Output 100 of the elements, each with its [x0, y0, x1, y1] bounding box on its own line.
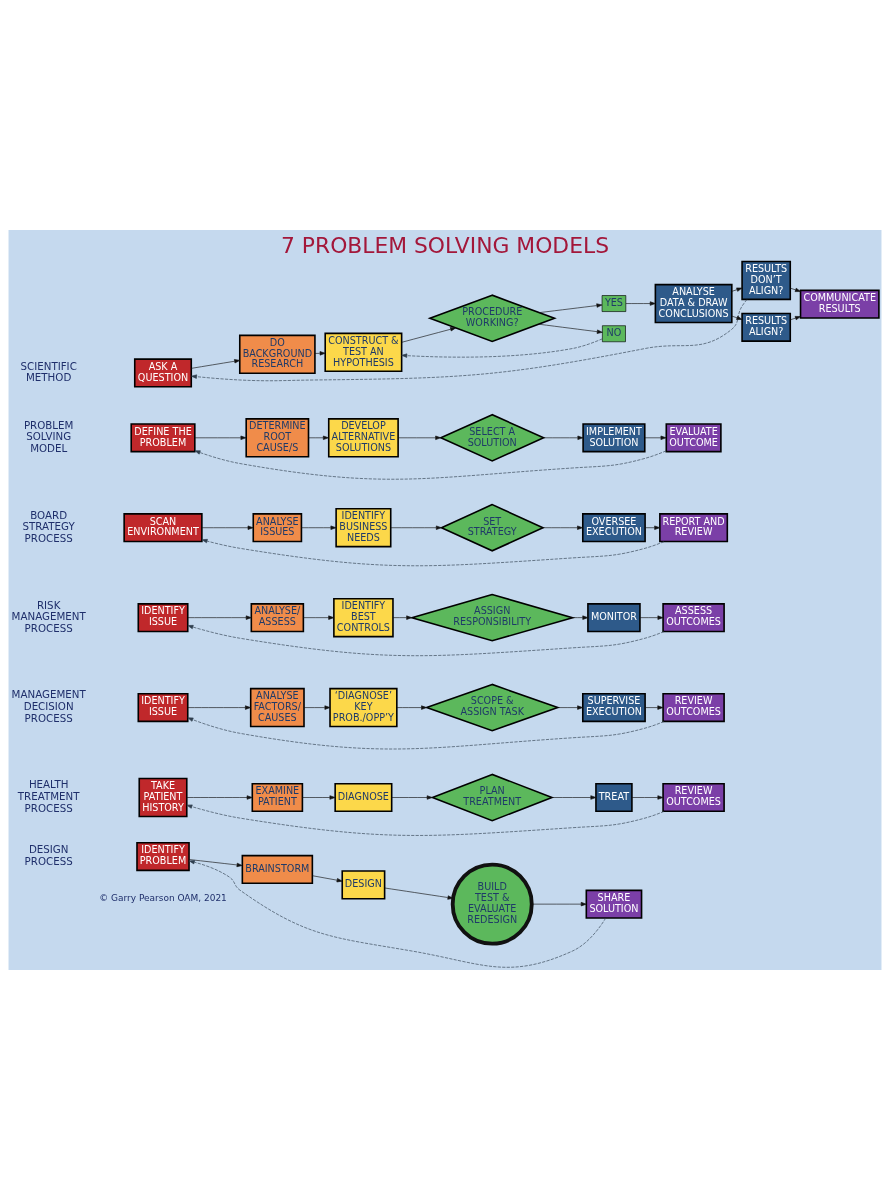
node-box: OVERSEE EXECUTION: [581, 513, 646, 543]
arrow: [303, 615, 335, 620]
arrow: [731, 287, 743, 292]
node-box: COMMUNICATE RESULTS: [799, 289, 880, 319]
node-box: SUPERVISE EXECUTION: [581, 692, 646, 723]
node-box: DEFINE THE PROBLEM: [130, 423, 196, 453]
arrow: [401, 338, 603, 358]
diagram-title: 7 PROBLEM SOLVING MODELS: [280, 232, 610, 258]
node-box: ANALYSE DATA & DRAW CONCLUSIONS: [654, 283, 733, 324]
arrow: [631, 795, 664, 800]
arrow: [557, 705, 584, 710]
label: PROBLEM SOLVING MODEL: [23, 418, 74, 454]
arrow: [314, 351, 326, 356]
node-box: RESULTS DON’T ALIGN?: [741, 260, 792, 301]
node-box: DETERMINE ROOT CAUSE/S: [245, 418, 310, 458]
node-box: NO: [602, 325, 626, 343]
label: BOARD STRATEGY PROCESS: [22, 508, 75, 544]
label: MANAGEMENT DECISION PROCESS: [11, 688, 86, 724]
arrow: [301, 525, 337, 530]
arrow: [789, 316, 801, 321]
arrow: [531, 902, 587, 907]
arrow: [302, 795, 336, 800]
node-box: REVIEW OUTCOMES: [662, 692, 725, 723]
node-box: EVALUATE OUTCOME: [665, 423, 722, 453]
arrow: [789, 287, 801, 292]
arrow: [186, 795, 253, 800]
node-diamond: SET STRATEGY: [439, 503, 545, 552]
arrow: [392, 615, 413, 620]
arrow: [187, 705, 251, 710]
node-box: REPORT AND REVIEW: [659, 513, 729, 543]
label: SCIENTIFIC METHOD: [20, 359, 77, 384]
node-box: BRAINSTORM: [241, 854, 314, 885]
arrow: [401, 327, 456, 343]
node-box: MONITOR: [587, 603, 641, 633]
arrow: [312, 875, 343, 883]
arrow: [625, 301, 656, 306]
node-diamond: SCOPE & ASSIGN TASK: [424, 683, 561, 732]
node-box: REVIEW OUTCOMES: [662, 782, 725, 813]
arrow: [303, 705, 331, 710]
node-box: IDENTIFY ISSUE: [137, 603, 189, 633]
arrow: [187, 717, 665, 750]
node-box: IDENTIFY BEST CONTROLS: [333, 597, 394, 638]
node-box: EXAMINE PATIENT: [251, 782, 304, 813]
label: © Garry Pearson OAM, 2021: [99, 892, 227, 903]
arrow: [396, 705, 427, 710]
node-box: SHARE SOLUTION: [585, 889, 643, 919]
node-box: IDENTIFY BUSINESS NEEDS: [335, 507, 392, 548]
node-box: DIAGNOSE: [334, 782, 393, 813]
arrow: [644, 705, 664, 710]
label: HEALTH TREATMENT PROCESS: [17, 778, 80, 814]
arrow: [390, 525, 442, 530]
node-diamond: ASSIGN RESPONSIBILITY: [409, 593, 576, 642]
node-box: TAKE PATIENT HISTORY: [138, 777, 188, 818]
node-box: TREAT: [595, 782, 633, 813]
node-circle: BUILD TEST & EVALUATE REDESIGN: [450, 862, 534, 946]
node-box: SCAN ENVIRONMENT: [123, 513, 203, 543]
node-box: IDENTIFY PROBLEM: [136, 842, 190, 872]
arrow: [189, 859, 243, 868]
arrow: [572, 615, 589, 620]
arrow: [551, 795, 597, 800]
node-box: ASSESS OUTCOMES: [662, 603, 725, 633]
arrow: [384, 887, 454, 900]
node-diamond: SELECT A SOLUTION: [438, 413, 546, 462]
node-box: CONSTRUCT & TEST AN HYPOTHESIS: [324, 332, 403, 373]
node-box: IDENTIFY ISSUE: [137, 692, 189, 723]
node-box: RESULTS ALIGN?: [741, 312, 792, 342]
node-diamond: PROCEDURE WORKING?: [427, 294, 557, 343]
arrow: [191, 359, 241, 369]
arrow: [201, 525, 254, 530]
node-box: DESIGN: [341, 870, 386, 900]
node-box: DEVELOP ALTERNATIVE SOLUTIONS: [327, 418, 399, 458]
node-box: ‘DIAGNOSE’ KEY PROB./OPP’Y: [329, 687, 398, 728]
arrow: [639, 615, 664, 620]
arrow: [191, 299, 748, 382]
node-diamond: PLAN TREATMENT: [430, 773, 555, 822]
node-box: ANALYSE FACTORS/ CAUSES: [249, 687, 305, 728]
arrow: [538, 303, 603, 313]
node-box: YES: [601, 295, 627, 312]
arrow: [391, 795, 433, 800]
node-box: ANALYSE/ ASSESS: [250, 603, 305, 633]
arrow: [644, 435, 667, 440]
node-box: DO BACKGROUND RESEARCH: [238, 334, 316, 375]
arrow: [194, 435, 247, 440]
node-box: ASK A QUESTION: [133, 358, 193, 388]
arrow: [308, 435, 329, 440]
label: DESIGN PROCESS: [24, 843, 73, 867]
arrow: [194, 450, 667, 480]
node-box: IMPLEMENT SOLUTION: [582, 423, 646, 453]
arrow: [731, 315, 743, 320]
arrow: [543, 435, 584, 440]
arrow: [397, 435, 442, 440]
arrow: [187, 624, 665, 656]
arrow: [644, 525, 661, 530]
arrow: [538, 323, 603, 334]
arrow: [201, 539, 665, 567]
node-box: ANALYSE ISSUES: [252, 513, 303, 543]
label: RISK MANAGEMENT PROCESS: [11, 598, 86, 634]
arrow: [186, 804, 665, 836]
arrow: [542, 525, 583, 530]
arrow: [187, 615, 252, 620]
